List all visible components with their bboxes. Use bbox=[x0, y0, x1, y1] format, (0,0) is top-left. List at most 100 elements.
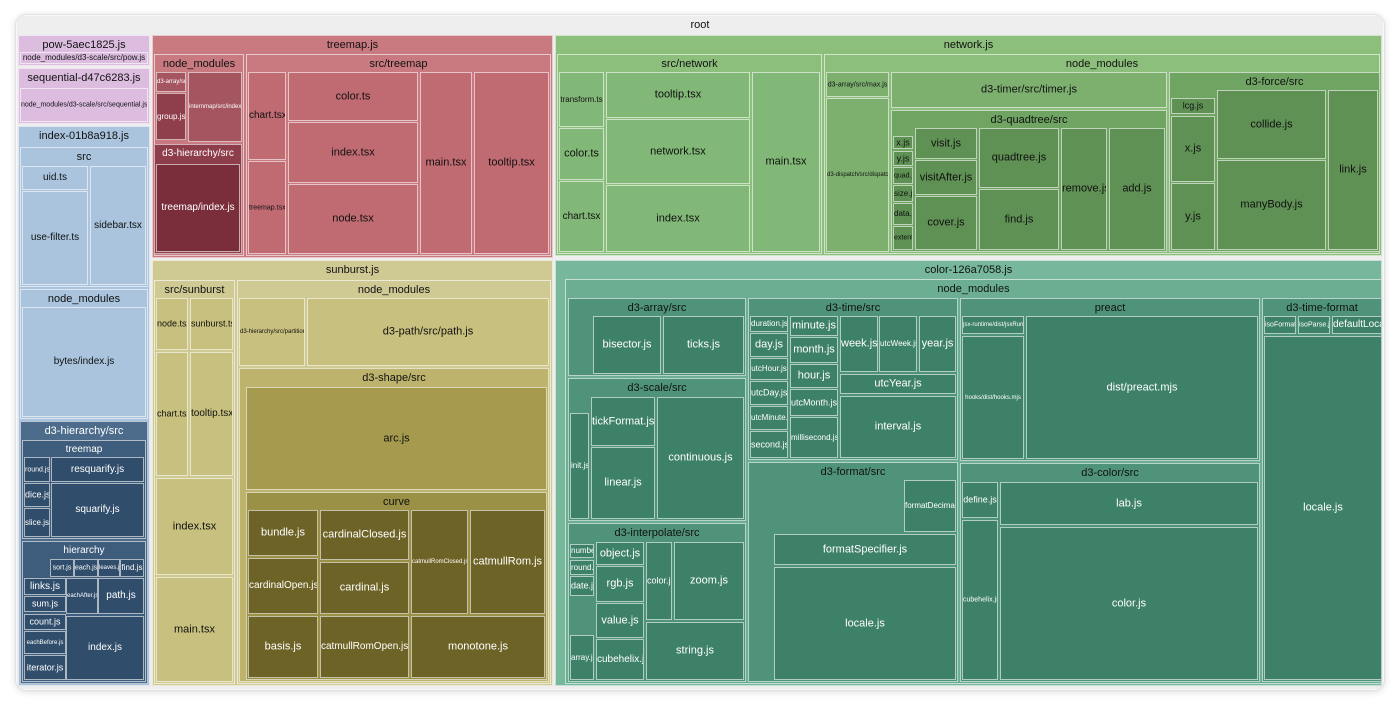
treemap-node-hooks-dist-hooks-mjs[interactable]: hooks/dist/hooks.mjs bbox=[962, 336, 1024, 459]
treemap-node-round-js[interactable]: round.js bbox=[570, 560, 594, 575]
treemap-node-chart-tsx[interactable]: chart.tsx bbox=[559, 181, 604, 252]
treemap-node-lcg-js[interactable]: lcg.js bbox=[1171, 98, 1215, 114]
treemap-node-bundle-js[interactable]: bundle.js bbox=[248, 510, 318, 556]
treemap-node-second-js[interactable]: second.js bbox=[750, 431, 788, 458]
treemap-node-chart-tsx[interactable]: chart.tsx bbox=[248, 72, 286, 160]
treemap-node-week-js[interactable]: week.js bbox=[840, 316, 878, 372]
treemap-node-tooltip-tsx[interactable]: tooltip.tsx bbox=[190, 352, 233, 476]
treemap-node-formatspecifier-js[interactable]: formatSpecifier.js bbox=[774, 534, 956, 565]
treemap-node-quadtree-js[interactable]: quadtree.js bbox=[979, 128, 1059, 188]
treemap-node-leaves-js[interactable]: leaves.js bbox=[98, 559, 120, 577]
treemap-node-millisecond-js[interactable]: millisecond.js bbox=[790, 417, 838, 458]
treemap-node-cardinal-js[interactable]: cardinal.js bbox=[320, 562, 409, 614]
treemap-node-utcyear-js[interactable]: utcYear.js bbox=[840, 374, 956, 394]
treemap-node-index-tsx[interactable]: index.tsx bbox=[156, 478, 233, 575]
treemap-node-arc-js[interactable]: arc.js bbox=[246, 387, 547, 490]
treemap-node-interval-js[interactable]: interval.js bbox=[840, 396, 956, 458]
treemap-node-array-js[interactable]: array.js bbox=[570, 635, 594, 680]
treemap-node-cubehelix-js[interactable]: cubehelix.js bbox=[962, 520, 998, 680]
treemap-node-link-js[interactable]: link.js bbox=[1328, 90, 1378, 250]
treemap-node-d3-hierarchy-src-partition-js[interactable]: d3-hierarchy/src/partition.js bbox=[239, 298, 305, 366]
treemap-node-transform-ts[interactable]: transform.ts bbox=[559, 72, 604, 127]
treemap-node-visitafter-js[interactable]: visitAfter.js bbox=[915, 160, 977, 195]
treemap-node-cover-js[interactable]: cover.js bbox=[915, 196, 977, 250]
treemap-node-path-js[interactable]: path.js bbox=[98, 578, 144, 614]
treemap-node-locale-js[interactable]: locale.js bbox=[1264, 336, 1382, 680]
treemap-node-value-js[interactable]: value.js bbox=[596, 603, 644, 638]
treemap-node-node-tsx[interactable]: node.tsx bbox=[156, 298, 188, 350]
treemap-node-color-ts[interactable]: color.ts bbox=[288, 72, 418, 121]
treemap-node-count-js[interactable]: count.js bbox=[24, 614, 66, 630]
treemap-node-quad-js[interactable]: quad.js bbox=[893, 167, 913, 184]
treemap-node-eachafter-js[interactable]: eachAfter.js bbox=[66, 578, 98, 614]
treemap-node-duration-js[interactable]: duration.js bbox=[750, 316, 788, 332]
treemap-node-index-tsx[interactable]: index.tsx bbox=[288, 122, 418, 183]
treemap-node-node-modules-d3-scale-src-sequential-js[interactable]: node_modules/d3-scale/src/sequential.js bbox=[20, 88, 148, 122]
treemap-node-data-js[interactable]: data.js bbox=[893, 203, 913, 225]
treemap-node-resquarify-js[interactable]: resquarify.js bbox=[51, 457, 144, 482]
treemap-node-minute-js[interactable]: minute.js bbox=[790, 316, 838, 336]
treemap-node-isoformat-js[interactable]: isoFormat.js bbox=[1264, 316, 1296, 334]
treemap-node-uid-ts[interactable]: uid.ts bbox=[22, 166, 88, 190]
treemap-node-d3-array-src-max-js[interactable]: d3-array/src/max.js bbox=[826, 72, 889, 97]
treemap-node-index-js[interactable]: index.js bbox=[66, 616, 144, 680]
treemap-node-utcminute-js[interactable]: utcMinute.js bbox=[750, 406, 788, 430]
treemap-node-locale-js[interactable]: locale.js bbox=[774, 567, 956, 680]
treemap-node-catmullrom-js[interactable]: catmullRom.js bbox=[470, 510, 545, 614]
treemap-node-eachbefore-js[interactable]: eachBefore.js bbox=[24, 631, 66, 654]
treemap-node-treemap-tsx[interactable]: treemap.tsx bbox=[248, 161, 286, 254]
treemap-node-sum-js[interactable]: sum.js bbox=[24, 596, 66, 612]
treemap-node-find-js[interactable]: find.js bbox=[120, 559, 144, 577]
treemap-node-main-tsx[interactable]: main.tsx bbox=[156, 577, 233, 682]
treemap-node-lab-js[interactable]: lab.js bbox=[1000, 482, 1258, 525]
treemap-node-manybody-js[interactable]: manyBody.js bbox=[1217, 160, 1326, 250]
treemap-node-init-js[interactable]: init.js bbox=[570, 413, 589, 519]
treemap-node-bisector-js[interactable]: bisector.js bbox=[593, 316, 661, 374]
treemap-node-sunburst-tsx[interactable]: sunburst.tsx bbox=[190, 298, 233, 350]
treemap-node-cardinalclosed-js[interactable]: cardinalClosed.js bbox=[320, 510, 409, 560]
treemap-node-network-tsx[interactable]: network.tsx bbox=[606, 119, 750, 184]
treemap-node-color-js[interactable]: color.js bbox=[1000, 527, 1258, 680]
treemap-node-slice-js[interactable]: slice.js bbox=[24, 508, 50, 537]
treemap-node-catmullromclosed-js[interactable]: catmullRomClosed.js bbox=[411, 510, 468, 614]
treemap-node-basis-js[interactable]: basis.js bbox=[248, 616, 318, 678]
treemap-node-dice-js[interactable]: dice.js bbox=[24, 483, 50, 507]
treemap-node-define-js[interactable]: define.js bbox=[962, 482, 998, 518]
treemap-node-month-js[interactable]: month.js bbox=[790, 337, 838, 363]
treemap-node-squarify-js[interactable]: squarify.js bbox=[51, 483, 144, 537]
treemap-node-treemap-index-js[interactable]: treemap/index.js bbox=[156, 164, 240, 252]
treemap-node-isoparse-js[interactable]: isoParse.js bbox=[1298, 316, 1330, 334]
treemap-node-size-js[interactable]: size.js bbox=[893, 185, 913, 202]
treemap-node-tooltip-tsx[interactable]: tooltip.tsx bbox=[606, 72, 750, 118]
treemap-node-main-tsx[interactable]: main.tsx bbox=[420, 72, 472, 254]
treemap-node-sort-js[interactable]: sort.js bbox=[50, 559, 74, 577]
treemap-node-hour-js[interactable]: hour.js bbox=[790, 364, 838, 388]
treemap-node-jsx-runtime-dist-jsxruntime-mjs[interactable]: jsx-runtime/dist/jsxRuntime.mjs bbox=[962, 316, 1024, 334]
treemap-node-utcweek-js[interactable]: utcWeek.js bbox=[879, 316, 917, 372]
treemap-node-x-js[interactable]: x.js bbox=[1171, 116, 1215, 182]
treemap-node-x-js[interactable]: x.js bbox=[893, 136, 913, 149]
treemap-node-tickformat-js[interactable]: tickFormat.js bbox=[591, 397, 655, 446]
treemap-node-sidebar-tsx[interactable]: sidebar.tsx bbox=[90, 166, 146, 285]
treemap-node-utchour-js[interactable]: utcHour.js bbox=[750, 358, 788, 380]
treemap-node-index-tsx[interactable]: index.tsx bbox=[606, 185, 750, 252]
treemap-node-find-js[interactable]: find.js bbox=[979, 189, 1059, 250]
treemap-node-group-js[interactable]: group.js bbox=[156, 93, 186, 140]
treemap-node-links-js[interactable]: links.js bbox=[24, 578, 66, 595]
treemap-node-bytes-index-js[interactable]: bytes/index.js bbox=[22, 307, 146, 417]
treemap-node-color-js[interactable]: color.js bbox=[646, 542, 672, 620]
treemap-node-d3-array-src[interactable]: d3-array/src bbox=[156, 72, 186, 92]
treemap-node-node-tsx[interactable]: node.tsx bbox=[288, 184, 418, 254]
treemap-node-year-js[interactable]: year.js bbox=[919, 316, 956, 372]
treemap-node-internmap-src-index-js[interactable]: internmap/src/index.js bbox=[188, 72, 242, 142]
treemap-node-defaultlocale-js[interactable]: defaultLocale.js bbox=[1332, 316, 1382, 334]
treemap-node-visit-js[interactable]: visit.js bbox=[915, 128, 977, 159]
treemap-node-formatdecimal-js[interactable]: formatDecimal.js bbox=[904, 480, 956, 532]
treemap-node-rgb-js[interactable]: rgb.js bbox=[596, 566, 644, 602]
treemap-node-ticks-js[interactable]: ticks.js bbox=[663, 316, 744, 374]
treemap-node-cubehelix-js[interactable]: cubehelix.js bbox=[596, 639, 644, 680]
treemap-node-add-js[interactable]: add.js bbox=[1109, 128, 1165, 250]
treemap-node-object-js[interactable]: object.js bbox=[596, 542, 644, 565]
treemap-node-main-tsx[interactable]: main.tsx bbox=[752, 72, 820, 252]
treemap-node-color-ts[interactable]: color.ts bbox=[559, 128, 604, 180]
